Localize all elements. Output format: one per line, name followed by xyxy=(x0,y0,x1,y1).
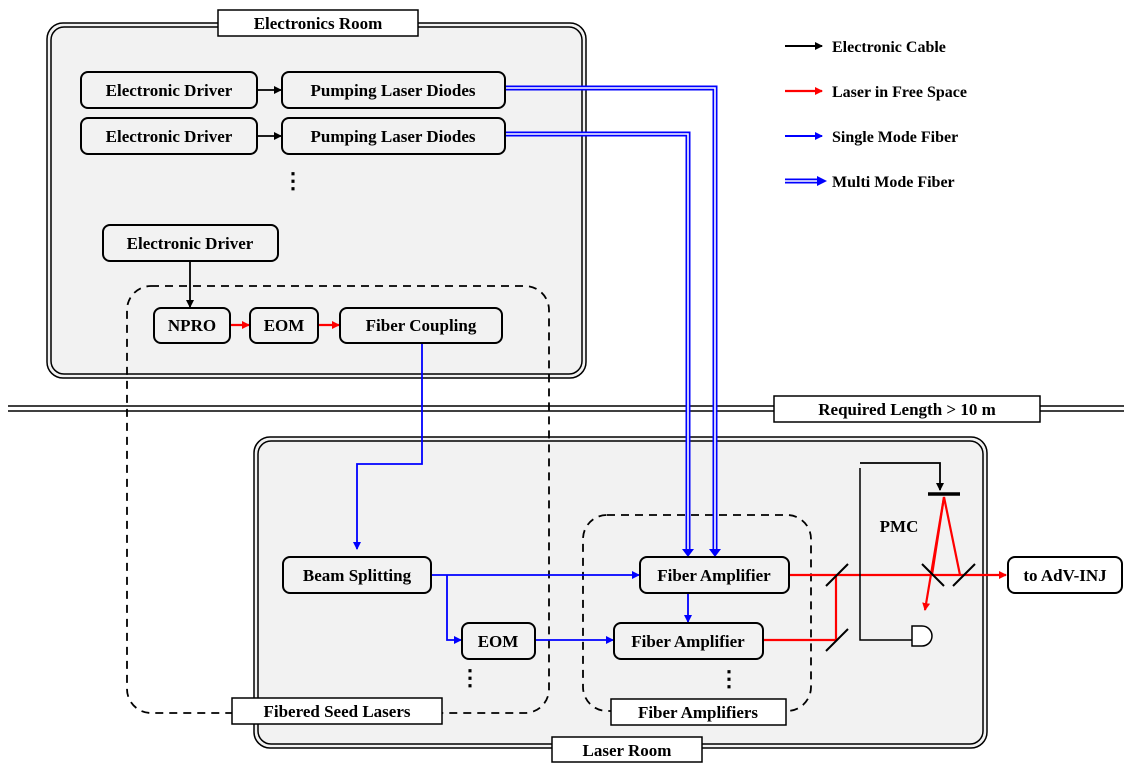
box-to-adv-inj: to AdV-INJ xyxy=(1007,556,1123,594)
box-pumping-laser-diodes-1: Pumping Laser Diodes xyxy=(281,71,506,109)
electronic-cables xyxy=(186,86,282,308)
ellipsis-seed: ⋮ xyxy=(459,665,481,690)
box-label: Beam Splitting xyxy=(303,566,412,585)
legend-label: Laser in Free Space xyxy=(832,84,967,101)
box-fiber-amplifier-2: Fiber Amplifier xyxy=(613,622,764,660)
box-beam-splitting: Beam Splitting xyxy=(282,556,432,594)
legend-label: Electronic Cable xyxy=(832,39,946,56)
photodiode-icon xyxy=(911,625,933,647)
box-electronic-driver-3: Electronic Driver xyxy=(102,224,279,262)
box-eom-2: EOM xyxy=(461,622,536,660)
legend-item-single-mode-fiber: Single Mode Fiber xyxy=(785,129,958,146)
legend-item-electronic-cable: Electronic Cable xyxy=(785,39,946,56)
box-label: Electronic Driver xyxy=(106,127,233,146)
box-label: Electronic Driver xyxy=(127,234,254,253)
box-eom-1: EOM xyxy=(249,307,319,344)
legend: Electronic Cable Laser in Free Space Sin… xyxy=(785,39,967,191)
box-label: Pumping Laser Diodes xyxy=(311,127,476,146)
laser-beams xyxy=(230,321,1007,642)
legend-item-laser-free-space: Laser in Free Space xyxy=(785,84,967,101)
box-fiber-coupling: Fiber Coupling xyxy=(339,307,503,344)
length-label: Required Length > 10 m xyxy=(818,400,996,419)
box-pumping-laser-diodes-2: Pumping Laser Diodes xyxy=(281,117,506,155)
electronics-room-label: Electronics Room xyxy=(217,9,419,37)
seed-laser-group-label: Fibered Seed Lasers xyxy=(263,702,410,721)
legend-item-multi-mode-fiber: Multi Mode Fiber xyxy=(785,174,955,191)
mirrors xyxy=(825,563,976,652)
box-label: NPRO xyxy=(168,316,216,335)
box-electronic-driver-2: Electronic Driver xyxy=(80,117,258,155)
box-label: EOM xyxy=(264,316,305,335)
electronics-room-title: Electronics Room xyxy=(254,14,383,33)
seed-laser-group: Fibered Seed Lasers xyxy=(126,285,550,725)
ellipsis-amps: ⋮ xyxy=(718,666,740,691)
mirror-icon xyxy=(825,563,849,587)
ellipsis-pumps: ⋮ xyxy=(282,168,304,193)
legend-label: Multi Mode Fiber xyxy=(832,174,955,191)
box-fiber-amplifier-1: Fiber Amplifier xyxy=(639,556,790,594)
box-label: Fiber Amplifier xyxy=(657,566,771,585)
box-label: Fiber Amplifier xyxy=(631,632,745,651)
laser-room-title: Laser Room xyxy=(583,741,672,760)
mirror-icon xyxy=(952,563,976,587)
box-label: Electronic Driver xyxy=(106,81,233,100)
length-divider: Required Length > 10 m xyxy=(8,395,1124,423)
box-npro: NPRO xyxy=(153,307,231,344)
mirror-icon xyxy=(921,563,945,587)
box-label: Fiber Coupling xyxy=(366,316,477,335)
laser-room-label: Laser Room xyxy=(551,736,703,763)
box-label: EOM xyxy=(478,632,519,651)
single-mode-fibers xyxy=(353,343,692,644)
box-electronic-driver-1: Electronic Driver xyxy=(80,71,258,109)
mirror-icon xyxy=(825,628,849,652)
fiber-amplifier-group-label: Fiber Amplifiers xyxy=(638,703,758,722)
multimode-fibers xyxy=(505,85,721,557)
box-label: to AdV-INJ xyxy=(1023,566,1107,585)
legend-label: Single Mode Fiber xyxy=(832,129,958,146)
box-label: Pumping Laser Diodes xyxy=(311,81,476,100)
pmc-cavity: PMC xyxy=(859,462,960,647)
fiber-amplifier-group: Fiber Amplifiers xyxy=(582,514,812,726)
pmc-label: PMC xyxy=(880,517,919,536)
